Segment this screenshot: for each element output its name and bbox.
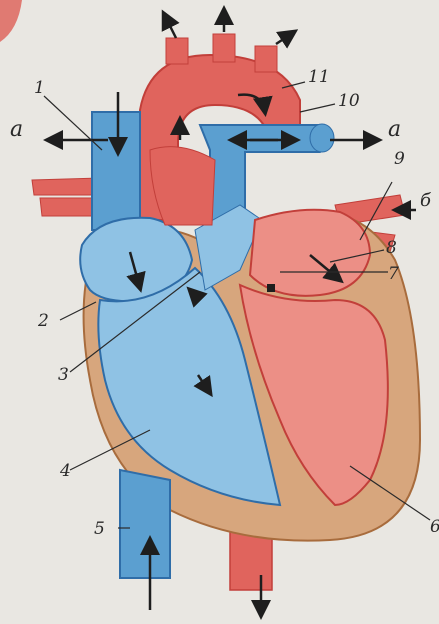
- label-4: 4: [59, 461, 71, 481]
- label-7: 7: [388, 264, 399, 284]
- label-b-right: б: [420, 190, 432, 211]
- pulmonary-vein-upper-left: [32, 178, 100, 195]
- label-1: 1: [34, 78, 45, 98]
- aortic-branch-3: [255, 46, 277, 72]
- label-a-left: a: [10, 117, 23, 142]
- label-2: 2: [37, 311, 49, 331]
- pulmonary-artery-end: [310, 124, 334, 152]
- inferior-vena-cava: [120, 470, 170, 578]
- superior-vena-cava: [92, 112, 140, 230]
- label-10: 10: [338, 91, 360, 111]
- label-a-right: a: [388, 117, 401, 142]
- label-6: 6: [430, 517, 439, 537]
- label-3: 3: [58, 365, 69, 385]
- aortic-branch-1: [166, 38, 188, 64]
- label-5: 5: [94, 519, 105, 539]
- label-11: 11: [308, 67, 330, 87]
- label-9: 9: [394, 149, 405, 169]
- label-8: 8: [386, 238, 397, 258]
- aortic-branch-2: [213, 34, 235, 62]
- left-atrium: [250, 210, 370, 296]
- left-ventricle-marker: [267, 284, 275, 292]
